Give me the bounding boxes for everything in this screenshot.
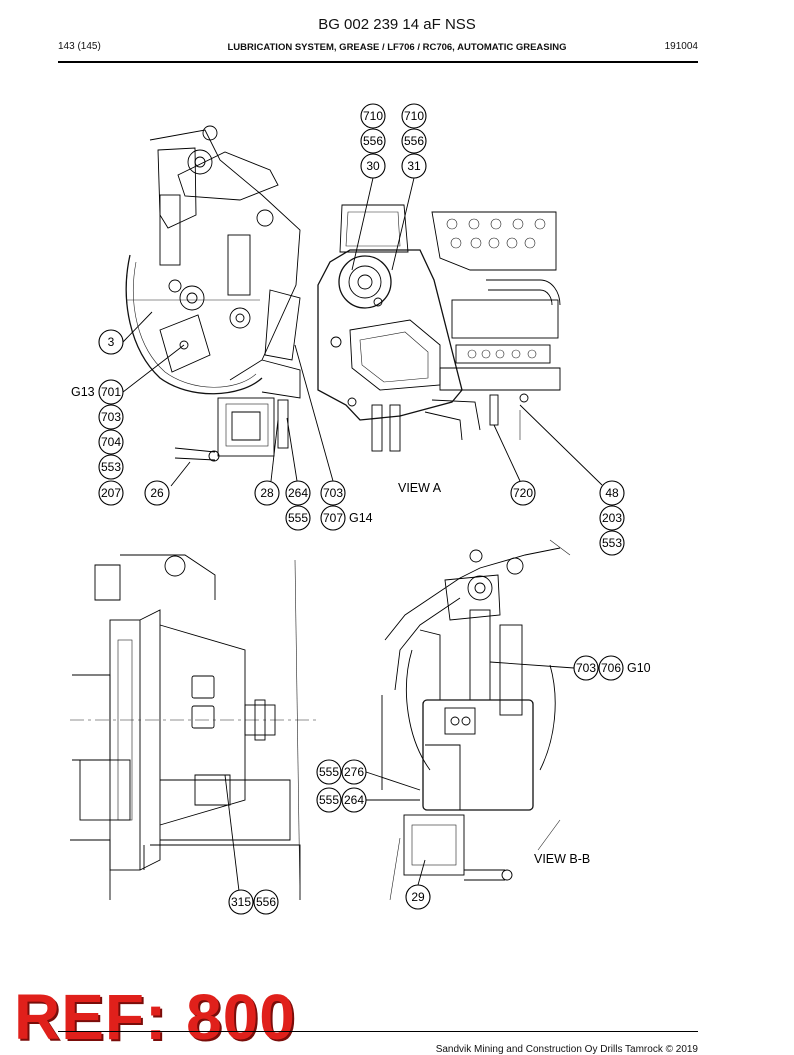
callout-207: 207 <box>98 480 124 506</box>
group-label-g14: G14 <box>349 511 373 525</box>
callout-text: 555 <box>319 765 339 779</box>
callout-276: 276 <box>341 759 367 785</box>
reference-stamp: REF: 800 <box>14 981 296 1053</box>
callout-text: 555 <box>319 793 339 807</box>
callout-text: 710 <box>404 109 424 123</box>
callout-556-left: 556 <box>360 128 386 154</box>
side-view-drawing <box>70 554 320 901</box>
callout-26: 26 <box>144 480 170 506</box>
callout-720: 720 <box>510 480 536 506</box>
callout-text: 48 <box>605 486 619 500</box>
callout-553-right: 553 <box>599 530 625 556</box>
callout-text: 31 <box>407 159 421 173</box>
document-code: 191004 <box>664 41 698 52</box>
callout-703-view-a: 703 <box>320 480 346 506</box>
callout-text: 555 <box>288 511 308 525</box>
callout-text: 315 <box>231 895 251 909</box>
callout-text: 710 <box>363 109 383 123</box>
callout-556-right: 556 <box>401 128 427 154</box>
callout-315: 315 <box>228 889 254 915</box>
view-a-drawing <box>122 125 603 487</box>
callout-text: 28 <box>260 486 274 500</box>
callout-31: 31 <box>401 153 427 179</box>
page-number: 143 (145) <box>58 41 101 52</box>
callout-3: 3 <box>98 329 124 355</box>
callout-text: 703 <box>101 410 121 424</box>
document-title: BG 002 239 14 aF NSS <box>318 16 476 33</box>
callout-text: 556 <box>256 895 276 909</box>
callout-264-view-a: 264 <box>285 480 311 506</box>
view-bb-label: VIEW B-B <box>534 852 590 866</box>
callout-text: 26 <box>150 486 164 500</box>
callout-203: 203 <box>599 505 625 531</box>
callout-text: 3 <box>108 335 115 349</box>
callout-text: 556 <box>363 134 383 148</box>
callout-text: 553 <box>602 536 622 550</box>
callout-text: 720 <box>513 486 533 500</box>
callout-text: 707 <box>323 511 343 525</box>
callout-text: 706 <box>601 661 621 675</box>
callout-text: 203 <box>602 511 622 525</box>
callout-704: 704 <box>98 429 124 455</box>
callout-text: 701 <box>101 385 121 399</box>
callout-28: 28 <box>254 480 280 506</box>
group-label-g10: G10 <box>627 661 651 675</box>
group-label-g13: G13 <box>71 385 95 399</box>
callout-text: 30 <box>366 159 380 173</box>
view-bb-drawing <box>365 539 575 901</box>
callout-text: 553 <box>101 460 121 474</box>
callout-48: 48 <box>599 480 625 506</box>
callout-706: 706 <box>598 655 624 681</box>
view-a-label: VIEW A <box>398 481 442 495</box>
callout-553-stack: 553 <box>98 454 124 480</box>
callout-556-bottom: 556 <box>253 889 279 915</box>
callout-555-view-a: 555 <box>285 505 311 531</box>
callout-707: 707 <box>320 505 346 531</box>
callout-264-view-bb: 264 <box>341 787 367 813</box>
callout-text: 556 <box>404 134 424 148</box>
footer-divider <box>58 1031 698 1032</box>
callout-710-left: 710 <box>360 103 386 129</box>
callout-30: 30 <box>360 153 386 179</box>
footer-copyright: Sandvik Mining and Construction Oy Drill… <box>435 1044 698 1055</box>
header-divider <box>58 61 698 63</box>
callout-text: 703 <box>323 486 343 500</box>
callout-703-stack: 703 <box>98 404 124 430</box>
callout-555-upper-bb: 555 <box>316 759 342 785</box>
callout-text: 703 <box>576 661 596 675</box>
callout-710-right: 710 <box>401 103 427 129</box>
callout-701: 701 <box>98 379 124 405</box>
callout-text: 276 <box>344 765 364 779</box>
callout-text: 29 <box>411 890 425 904</box>
callout-29: 29 <box>405 884 431 910</box>
section-title: LUBRICATION SYSTEM, GREASE / LF706 / RC7… <box>227 42 567 53</box>
callout-555-lower-bb: 555 <box>316 787 342 813</box>
callout-text: 704 <box>101 435 121 449</box>
callout-text: 264 <box>344 793 364 807</box>
callout-text: 264 <box>288 486 308 500</box>
callout-703-view-bb: 703 <box>573 655 599 681</box>
callout-text: 207 <box>101 486 121 500</box>
